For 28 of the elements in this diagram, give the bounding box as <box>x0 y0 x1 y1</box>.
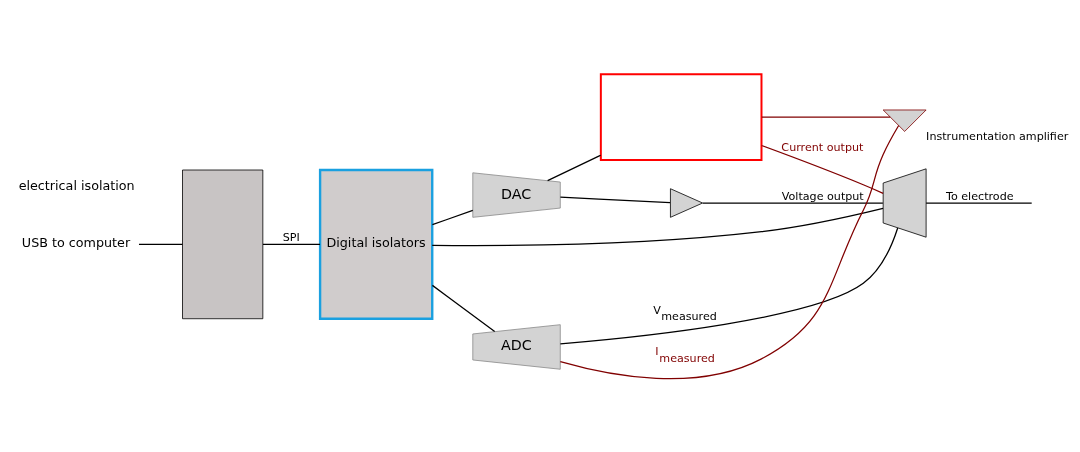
edge-label: Current output <box>781 140 864 154</box>
label: electrical isolation <box>18 177 135 193</box>
edge-label: SPI <box>282 230 300 244</box>
connector <box>761 144 884 194</box>
connector <box>262 243 321 245</box>
connector <box>431 207 884 246</box>
node-triangle <box>882 109 927 132</box>
node-trapezoid <box>882 167 927 238</box>
edge-label: To electrode <box>946 189 1014 203</box>
connector <box>138 243 184 245</box>
edge-label: Voltage output <box>781 189 864 203</box>
node-label: Instrumentation amplifier <box>926 129 1069 143</box>
connector <box>702 201 884 204</box>
connector <box>925 201 1033 204</box>
node-box <box>182 169 264 319</box>
node-text: USB to computer <box>21 234 131 250</box>
connector <box>559 124 900 379</box>
node-box <box>599 72 763 161</box>
node-box: ADC <box>472 323 561 370</box>
node-box: DAC <box>472 171 561 218</box>
connector <box>431 284 496 332</box>
connector <box>761 116 891 118</box>
connector <box>431 209 474 225</box>
connector <box>547 154 602 181</box>
node-box: Digital isolators <box>318 168 434 320</box>
node-triangle <box>670 187 704 218</box>
connector <box>559 226 899 344</box>
connector <box>559 196 671 203</box>
